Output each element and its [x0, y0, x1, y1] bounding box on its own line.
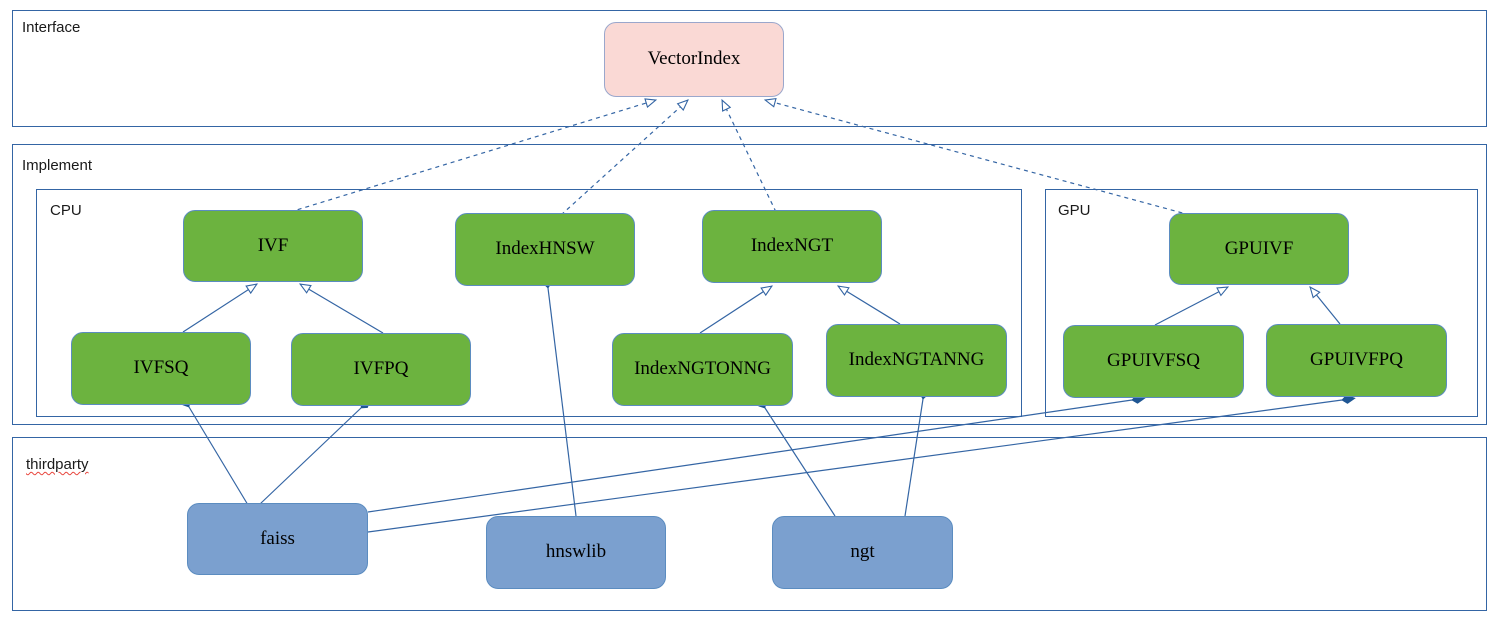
class-node-ngt[interactable]: ngt	[772, 516, 953, 589]
class-node-label: GPUIVFPQ	[1310, 349, 1403, 371]
class-node-gpuivfpq[interactable]: GPUIVFPQ	[1266, 324, 1447, 397]
class-node-ivfpq[interactable]: IVFPQ	[291, 333, 471, 406]
class-node-label: IndexNGTONNG	[634, 358, 771, 380]
class-node-label: IVFSQ	[133, 357, 189, 379]
class-node-label: GPUIVF	[1224, 237, 1294, 259]
group-label-gpu: GPU	[1058, 202, 1091, 219]
class-node-ivfsq[interactable]: IVFSQ	[71, 332, 251, 405]
class-node-faiss[interactable]: faiss	[187, 503, 368, 575]
class-node-hnswlib[interactable]: hnswlib	[486, 516, 666, 589]
group-label-cpu: CPU	[50, 202, 82, 219]
class-node-label: faiss	[260, 527, 295, 549]
group-label-interface: Interface	[22, 19, 81, 36]
class-node-indexngtanng[interactable]: IndexNGTANNG	[826, 324, 1007, 397]
class-node-label: IVF	[257, 234, 289, 256]
class-node-indexngtonng[interactable]: IndexNGTONNG	[612, 333, 793, 406]
class-node-label: IndexNGTANNG	[848, 349, 985, 371]
class-node-label: VectorIndex	[647, 48, 741, 70]
class-node-indexngt[interactable]: IndexNGT	[702, 210, 882, 283]
class-node-gpuivf[interactable]: GPUIVF	[1169, 213, 1349, 285]
class-node-gpuivfsq[interactable]: GPUIVFSQ	[1063, 325, 1244, 398]
class-node-label: IndexHNSW	[495, 238, 595, 260]
class-node-indexhnsw[interactable]: IndexHNSW	[455, 213, 635, 286]
group-label-thirdparty: thirdparty	[26, 456, 89, 473]
class-node-vectorindex[interactable]: VectorIndex	[604, 22, 784, 97]
group-label-implement: Implement	[22, 157, 93, 174]
class-node-label: ngt	[850, 541, 875, 563]
class-node-label: GPUIVFSQ	[1107, 350, 1200, 372]
class-node-label: IVFPQ	[353, 358, 409, 380]
class-node-label: hnswlib	[545, 541, 607, 563]
class-node-label: IndexNGT	[750, 235, 834, 257]
class-node-ivf[interactable]: IVF	[183, 210, 363, 282]
